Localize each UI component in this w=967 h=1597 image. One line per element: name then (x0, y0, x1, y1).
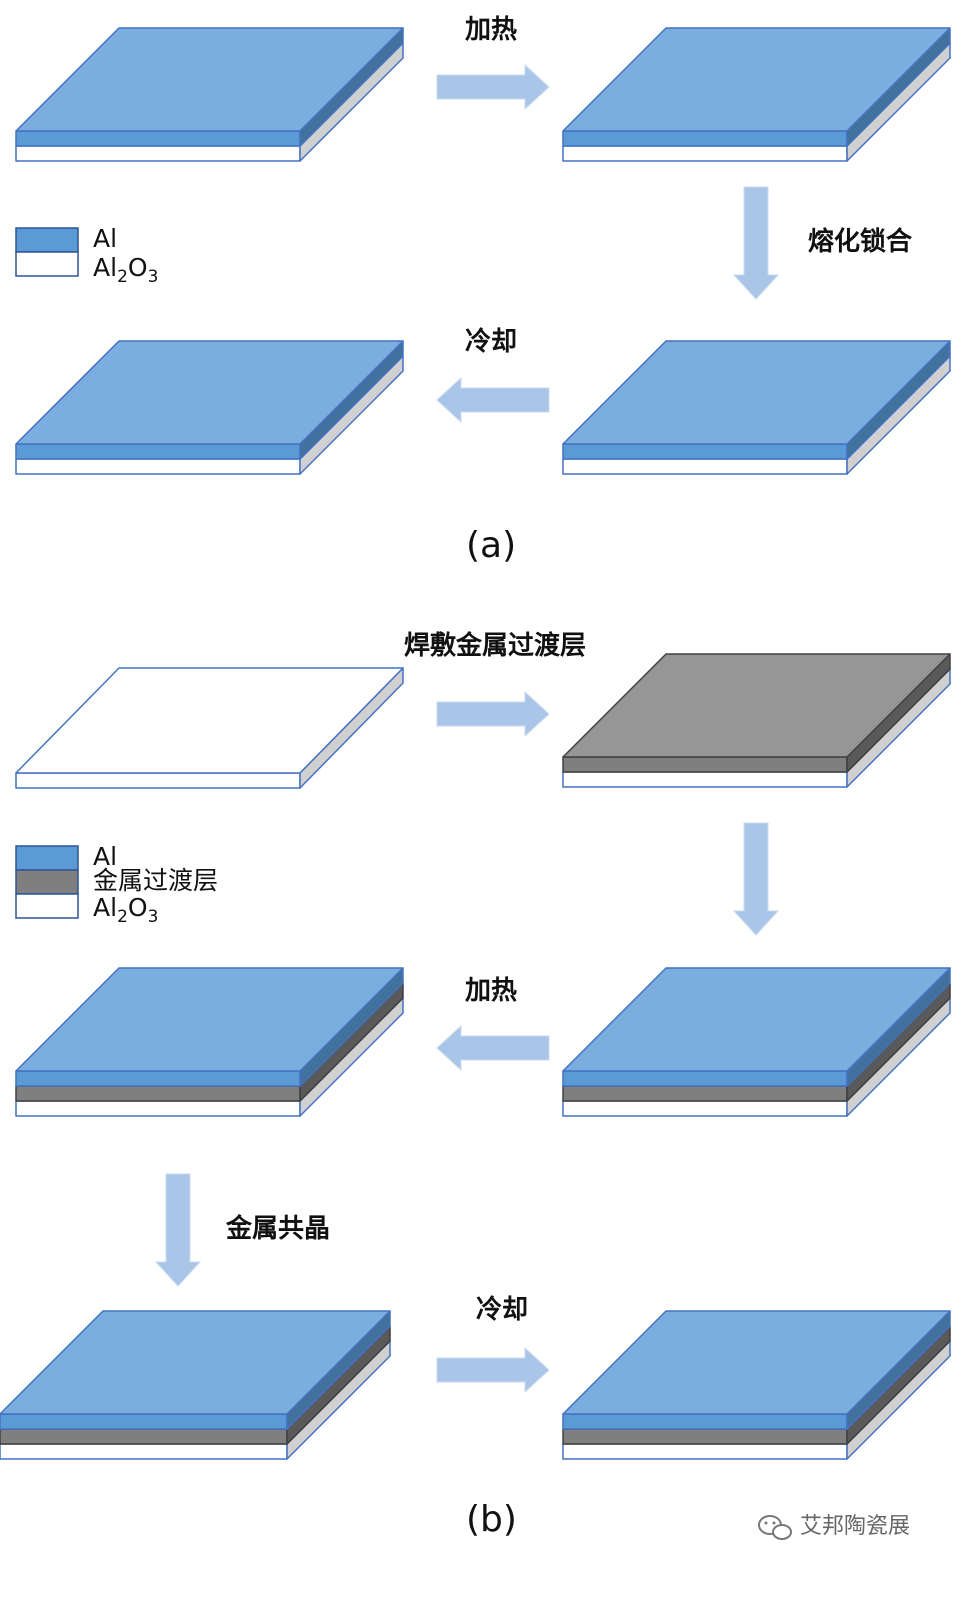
plate-a2-heated (562, 27, 951, 162)
step-cool-label-a: 冷却 (465, 326, 517, 357)
wechat-icon (758, 1515, 792, 1540)
layer-front-alumina (562, 1443, 848, 1460)
arrow-left-a-cool (436, 376, 550, 424)
layer-front-metal (562, 756, 848, 773)
plate-top-face (15, 967, 404, 1072)
layer-front-al (0, 1413, 288, 1430)
watermark-text: 艾邦陶瓷展 (800, 1514, 910, 1539)
layer-front-metal (0, 1428, 288, 1445)
plate-b5-eutectic (0, 1310, 391, 1460)
legend-swatch-metal (15, 869, 79, 895)
layer-front-metal (15, 1085, 301, 1102)
watermark: 艾邦陶瓷展 (758, 1514, 910, 1540)
step-heat-label-a: 加热 (465, 15, 517, 45)
layer-front-alumina (562, 458, 848, 475)
step-cool-label-b: 冷却 (476, 1294, 528, 1325)
legend-swatch-al (15, 227, 79, 253)
plate-top-face (15, 340, 404, 445)
plate-top-face (562, 1310, 951, 1415)
plate-a3-melted (562, 340, 951, 475)
layer-front-al (15, 130, 301, 147)
arrow-down-a-melt (732, 186, 780, 300)
step-melt-lock-label: 熔化锁合 (808, 226, 913, 257)
plates (0, 27, 951, 1460)
plate-top-face (562, 27, 951, 132)
plate-top-face (562, 340, 951, 445)
plate-b3-assembled (562, 967, 951, 1117)
plate-b1-substrate (15, 667, 404, 789)
layer-front-al (15, 443, 301, 460)
legend-b: Al 金属过渡层 Al2O3 (15, 842, 218, 927)
arrows (154, 63, 780, 1394)
panel-a-label: (a) (466, 525, 516, 566)
layer-front-alumina (15, 772, 301, 789)
arrow-down-b-eutectic (154, 1173, 202, 1287)
layer-front-al (15, 1070, 301, 1087)
step-heat-label-b: 加热 (465, 976, 517, 1006)
layer-front-al (562, 1070, 848, 1087)
legend-label-al: Al (93, 224, 117, 253)
layer-front-al (562, 130, 848, 147)
plate-b2-coated (562, 653, 951, 788)
legend-label-alumina-b: Al2O3 (93, 893, 158, 927)
layer-front-metal (562, 1428, 848, 1445)
plate-top-face (562, 653, 951, 758)
arrow-right-a-heat (436, 63, 550, 111)
arrow-right-b-cool (436, 1346, 550, 1394)
layer-front-al (562, 1413, 848, 1430)
layer-front-al (562, 443, 848, 460)
plate-b6-cooled (562, 1310, 951, 1460)
layer-front-alumina (562, 145, 848, 162)
layer-front-alumina (562, 771, 848, 788)
legend-a: Al Al2O3 (15, 224, 158, 287)
legend-swatch-al-b (15, 845, 79, 871)
legend-swatch-alumina-b (15, 893, 79, 919)
plate-top-face (15, 667, 404, 774)
legend-label-al-b: Al (93, 842, 117, 871)
step-coat-transition-label: 焊敷金属过渡层 (404, 630, 586, 661)
layer-front-alumina (15, 145, 301, 162)
legend-label-alumina: Al2O3 (93, 253, 158, 287)
layer-front-alumina (15, 458, 301, 475)
arrow-down-b-assemble (732, 822, 780, 936)
plate-top-face (15, 27, 404, 132)
plate-b4-heated (15, 967, 404, 1117)
legend-label-metal: 金属过渡层 (93, 866, 218, 895)
arrow-left-b-heat (436, 1024, 550, 1072)
layer-front-metal (562, 1085, 848, 1102)
layer-front-alumina (0, 1443, 288, 1460)
layer-front-alumina (15, 1100, 301, 1117)
plate-a4-cooled (15, 340, 404, 475)
legend-swatch-alumina (15, 251, 79, 277)
plate-top-face (0, 1310, 391, 1415)
plate-a1-initial (15, 27, 404, 162)
panel-b-label: (b) (466, 1499, 517, 1540)
step-eutectic-label: 金属共晶 (225, 1213, 330, 1244)
plate-top-face (562, 967, 951, 1072)
layer-front-alumina (562, 1100, 848, 1117)
arrow-right-b-coat (436, 690, 550, 738)
